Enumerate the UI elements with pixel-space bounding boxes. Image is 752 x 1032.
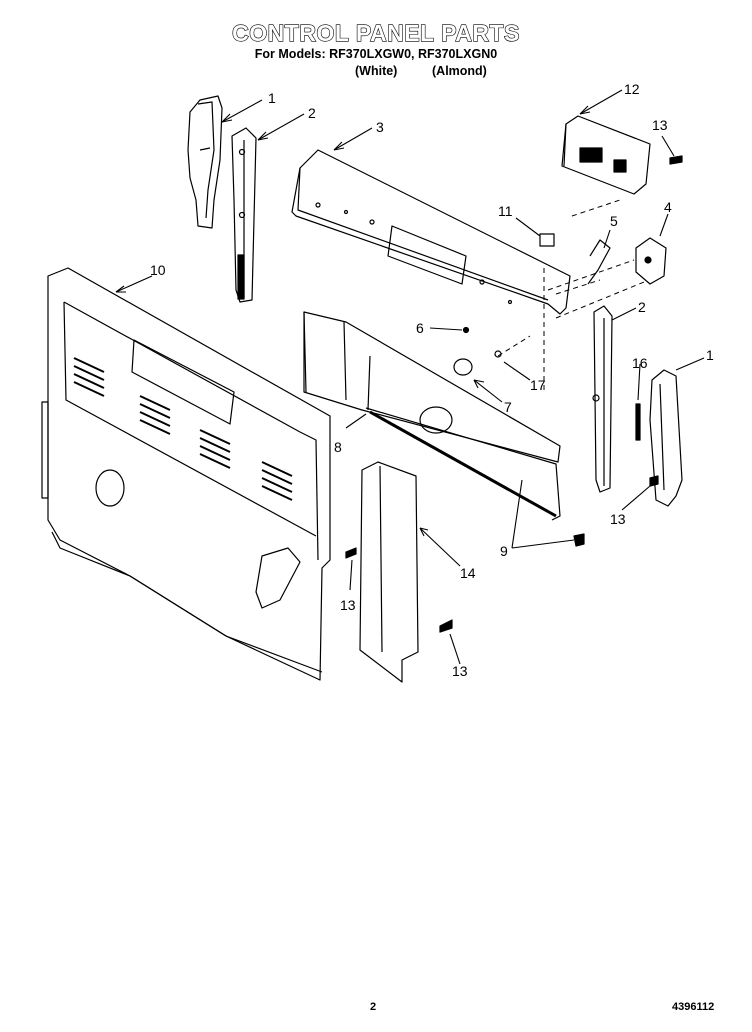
part-13-screw-d bbox=[649, 475, 659, 487]
part-13-screw-c bbox=[439, 619, 453, 633]
part-12-electronic-clock bbox=[561, 115, 651, 195]
callout-label: 5 bbox=[610, 213, 618, 229]
page-number: 2 bbox=[370, 1001, 377, 1013]
diagram-header: CONTROL PANEL PARTS For Models: RF370LXG… bbox=[0, 19, 752, 62]
callout-label: 12 bbox=[624, 81, 640, 97]
callout-label: 16 bbox=[632, 355, 648, 371]
part-13-screw-a bbox=[669, 155, 683, 165]
part-5-wire bbox=[587, 239, 611, 285]
part-7-knob bbox=[453, 358, 473, 376]
part-4-switch-module bbox=[635, 237, 667, 285]
part-3-console-panel bbox=[291, 149, 571, 315]
part-6-screw bbox=[462, 326, 470, 334]
part-13-screw-b bbox=[345, 547, 357, 559]
callout-label: 6 bbox=[416, 320, 424, 336]
callout-label: 2 bbox=[308, 105, 316, 121]
part-17-screw bbox=[494, 350, 502, 358]
callout-label: 1 bbox=[706, 347, 714, 363]
callout-label: 17 bbox=[530, 377, 546, 393]
callout-label: 13 bbox=[452, 663, 468, 679]
models-line: For Models: RF370LXGW0, RF370LXGN0 bbox=[254, 47, 498, 61]
callout-label: 10 bbox=[150, 262, 166, 278]
small-hardware bbox=[345, 155, 683, 633]
callout-label: 4 bbox=[664, 199, 672, 215]
callout-label: 7 bbox=[504, 399, 512, 415]
color-white-label: (White) bbox=[355, 64, 398, 78]
callout-label: 13 bbox=[652, 117, 668, 133]
callout-label: 9 bbox=[500, 543, 508, 559]
part-16-clip bbox=[635, 403, 641, 441]
callout-label: 11 bbox=[498, 203, 513, 219]
part-9-screw bbox=[573, 533, 585, 547]
callout-label: 8 bbox=[334, 439, 342, 455]
part-2-left-bracket bbox=[231, 127, 257, 303]
page-title: CONTROL PANEL PARTS bbox=[232, 19, 520, 46]
part-2-right-bracket bbox=[592, 305, 613, 493]
part-11-switch bbox=[539, 233, 555, 247]
callout-label: 14 bbox=[460, 565, 476, 581]
part-8-mounting-panel bbox=[303, 311, 561, 521]
callout-label: 1 bbox=[268, 90, 276, 106]
part-14-side-panel bbox=[359, 461, 419, 683]
callout-labels: 1 2 3 12 13 11 5 4 10 6 2 16 1 17 7 8 13… bbox=[150, 81, 714, 679]
alignment-lines bbox=[497, 199, 645, 390]
callout-label: 3 bbox=[376, 119, 384, 135]
callout-label: 13 bbox=[340, 597, 356, 613]
color-almond-label: (Almond) bbox=[432, 64, 487, 78]
document-number: 4396112 bbox=[672, 1001, 715, 1013]
leader-lines bbox=[115, 89, 705, 665]
callout-label: 13 bbox=[610, 511, 626, 527]
part-1-left-end-cap bbox=[187, 95, 223, 229]
part-1-right-end-cap bbox=[649, 369, 683, 507]
part-10-rear-panel bbox=[41, 267, 331, 681]
callout-label: 2 bbox=[638, 299, 646, 315]
